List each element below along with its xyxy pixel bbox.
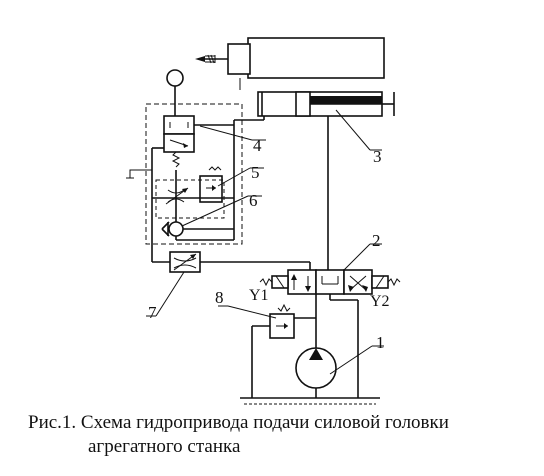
panel-lines <box>126 124 235 262</box>
label-6: 6 <box>249 191 258 210</box>
label-y2: Y2 <box>370 293 390 310</box>
label-5: 5 <box>251 163 260 182</box>
label-3: 3 <box>373 147 382 166</box>
directional-valve-2 <box>259 269 401 318</box>
label-7: 7 <box>148 303 157 322</box>
control-panel-border <box>145 103 243 245</box>
feed-cylinder <box>257 91 395 117</box>
throttle-5 <box>155 166 225 219</box>
manual-lever <box>166 69 184 116</box>
power-head <box>195 37 385 90</box>
tank <box>240 299 380 405</box>
pump-1 <box>295 318 337 398</box>
label-8: 8 <box>215 288 224 307</box>
label-4: 4 <box>253 136 262 155</box>
leader-lines <box>146 109 384 375</box>
scheme-drawing: 4 5 6 3 2 7 8 1 Y1 Y2 <box>126 37 401 405</box>
label-1: 1 <box>376 333 385 352</box>
valve-4 <box>163 115 195 168</box>
check-valve-6 <box>161 221 184 237</box>
throttle-in-panel <box>165 187 189 205</box>
caption-line-2: агрегатного станка <box>88 436 241 457</box>
label-2: 2 <box>372 231 381 250</box>
caption-line-1: Рис.1. Схема гидропривода подачи силовой… <box>28 412 449 433</box>
label-y1: Y1 <box>249 287 269 304</box>
throttle-7 <box>152 251 311 273</box>
